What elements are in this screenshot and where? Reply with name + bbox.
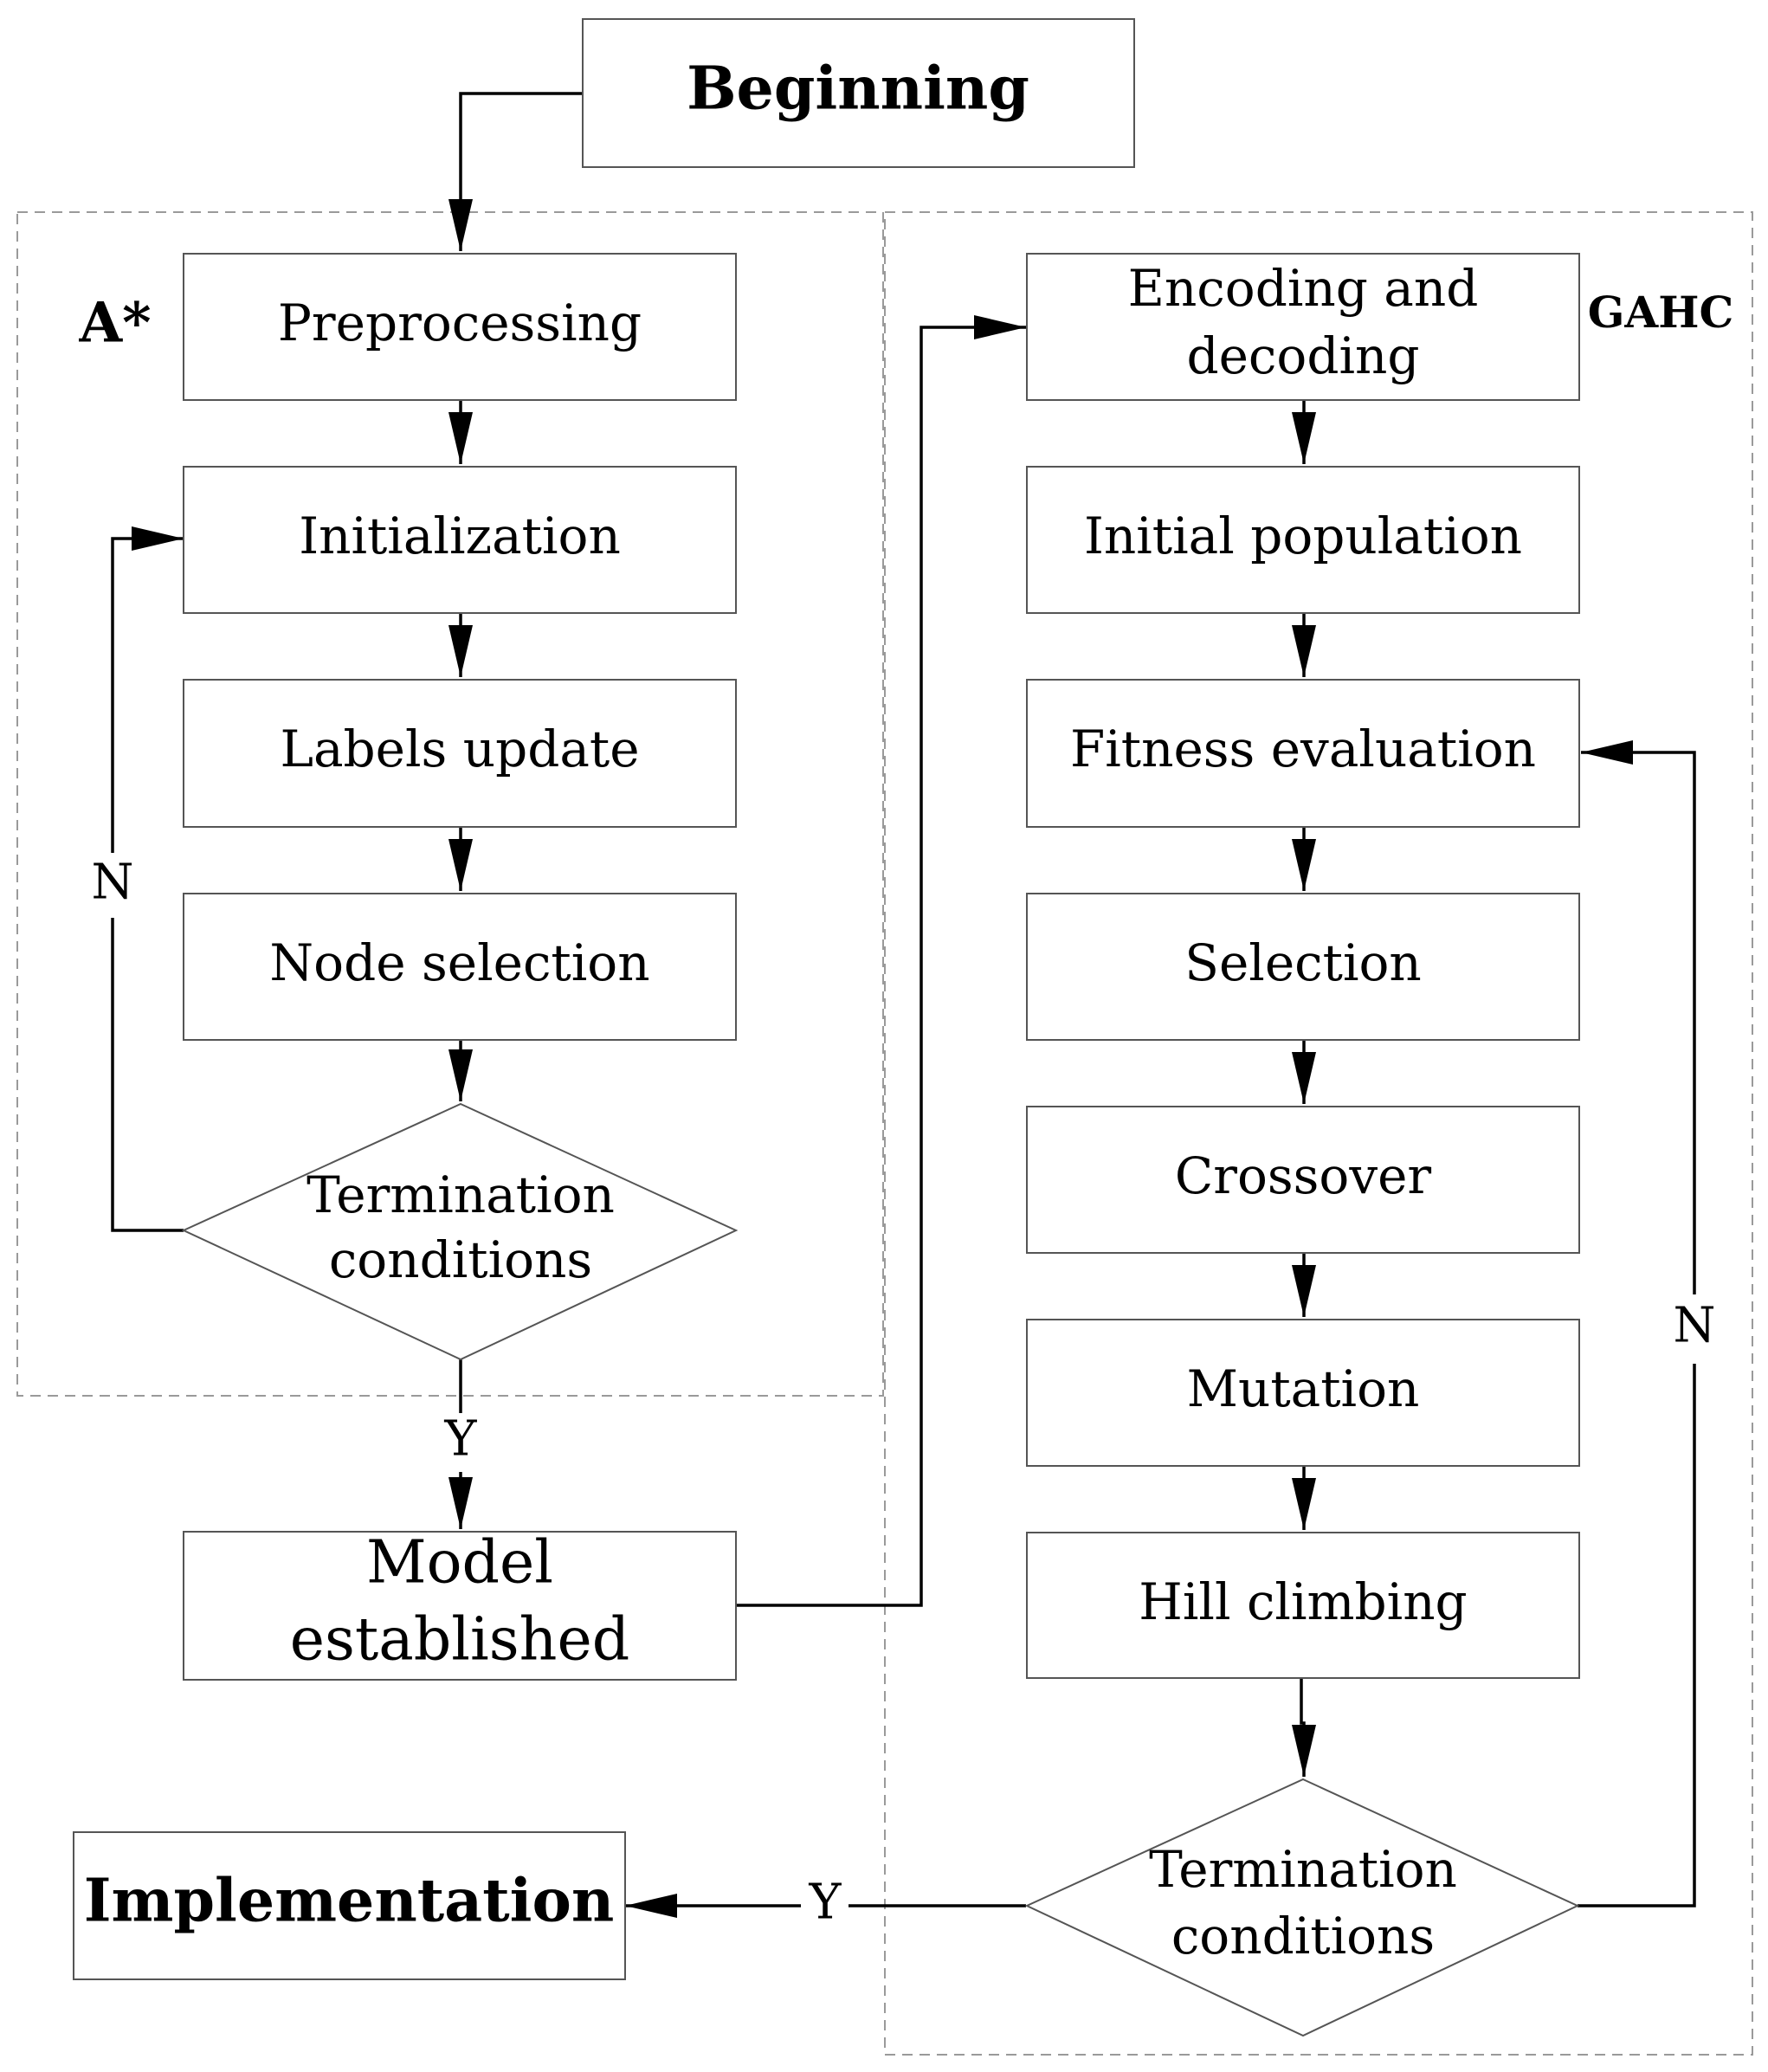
fitness-evaluation-label: Fitness evaluation (1070, 720, 1536, 778)
model-established-line-1: Model (366, 1529, 553, 1598)
beginning-label: Beginning (687, 55, 1029, 124)
encoding-decoding-line-1: Encoding and (1128, 259, 1479, 318)
initialization-label: Initialization (299, 507, 621, 565)
mutation-node: Mutation (1026, 1319, 1580, 1467)
arrow-hill-climbing-to-termination (1292, 1678, 1316, 1777)
mutation-label: Mutation (1187, 1359, 1420, 1418)
arrow-beginning-to-preprocessing (448, 92, 583, 251)
model-established-node: Model established (183, 1529, 737, 1681)
astar-termination-node: Termination conditions (181, 1102, 739, 1361)
implementation-node: Implementation (73, 1831, 626, 1980)
initialization-node: Initialization (183, 466, 737, 614)
model-established-line-2: established (290, 1606, 630, 1675)
node-selection-label: Node selection (269, 933, 649, 992)
implementation-label: Implementation (84, 1867, 615, 1936)
connectors (111, 92, 1696, 1918)
selection-node: Selection (1026, 893, 1580, 1041)
gahc-yes-label: Y (809, 1875, 842, 1931)
gahc-group-frame (884, 211, 1753, 2056)
labels-update-node: Labels update (183, 679, 737, 828)
gahc-termination-line-2: conditions (1171, 1907, 1435, 1965)
crossover-label: Crossover (1175, 1146, 1432, 1205)
initial-population-label: Initial population (1084, 507, 1522, 565)
preprocessing-node: Preprocessing (183, 253, 737, 401)
encoding-decoding-line-2: decoding (1186, 326, 1419, 385)
astar-yes-label: Y (444, 1411, 478, 1468)
astar-termination-line-1: Termination (306, 1165, 615, 1224)
gahc-group-label: GAHC (1588, 287, 1734, 338)
initial-population-node: Initial population (1026, 466, 1580, 614)
preprocessing-label: Preprocessing (278, 294, 642, 352)
node-selection-node: Node selection (183, 893, 737, 1041)
beginning-node: Beginning (582, 18, 1135, 168)
fitness-evaluation-node: Fitness evaluation (1026, 679, 1580, 828)
astar-termination-line-2: conditions (329, 1230, 592, 1289)
labels-update-label: Labels update (280, 720, 639, 778)
gahc-no-label: N (1674, 1298, 1716, 1354)
astar-no-label: N (92, 855, 134, 911)
astar-group-label: A* (78, 291, 151, 356)
hill-climbing-label: Hill climbing (1139, 1572, 1467, 1631)
arrow-gahc-no-loop-lower (1578, 1364, 1696, 1907)
encoding-decoding-node: Encoding and decoding (1026, 253, 1580, 401)
arrow-astar-no-loop-lower (111, 918, 184, 1232)
arrow-gahc-no-loop-upper (1581, 740, 1696, 1294)
selection-label: Selection (1184, 933, 1422, 992)
arrow-astar-no-loop-upper (111, 526, 184, 853)
hill-climbing-node: Hill climbing (1026, 1532, 1580, 1679)
gahc-termination-line-1: Termination (1149, 1840, 1457, 1899)
crossover-node: Crossover (1026, 1106, 1580, 1254)
gahc-termination-node: Termination conditions (1024, 1778, 1580, 2037)
arrow-model-to-encoding (736, 315, 1026, 1607)
